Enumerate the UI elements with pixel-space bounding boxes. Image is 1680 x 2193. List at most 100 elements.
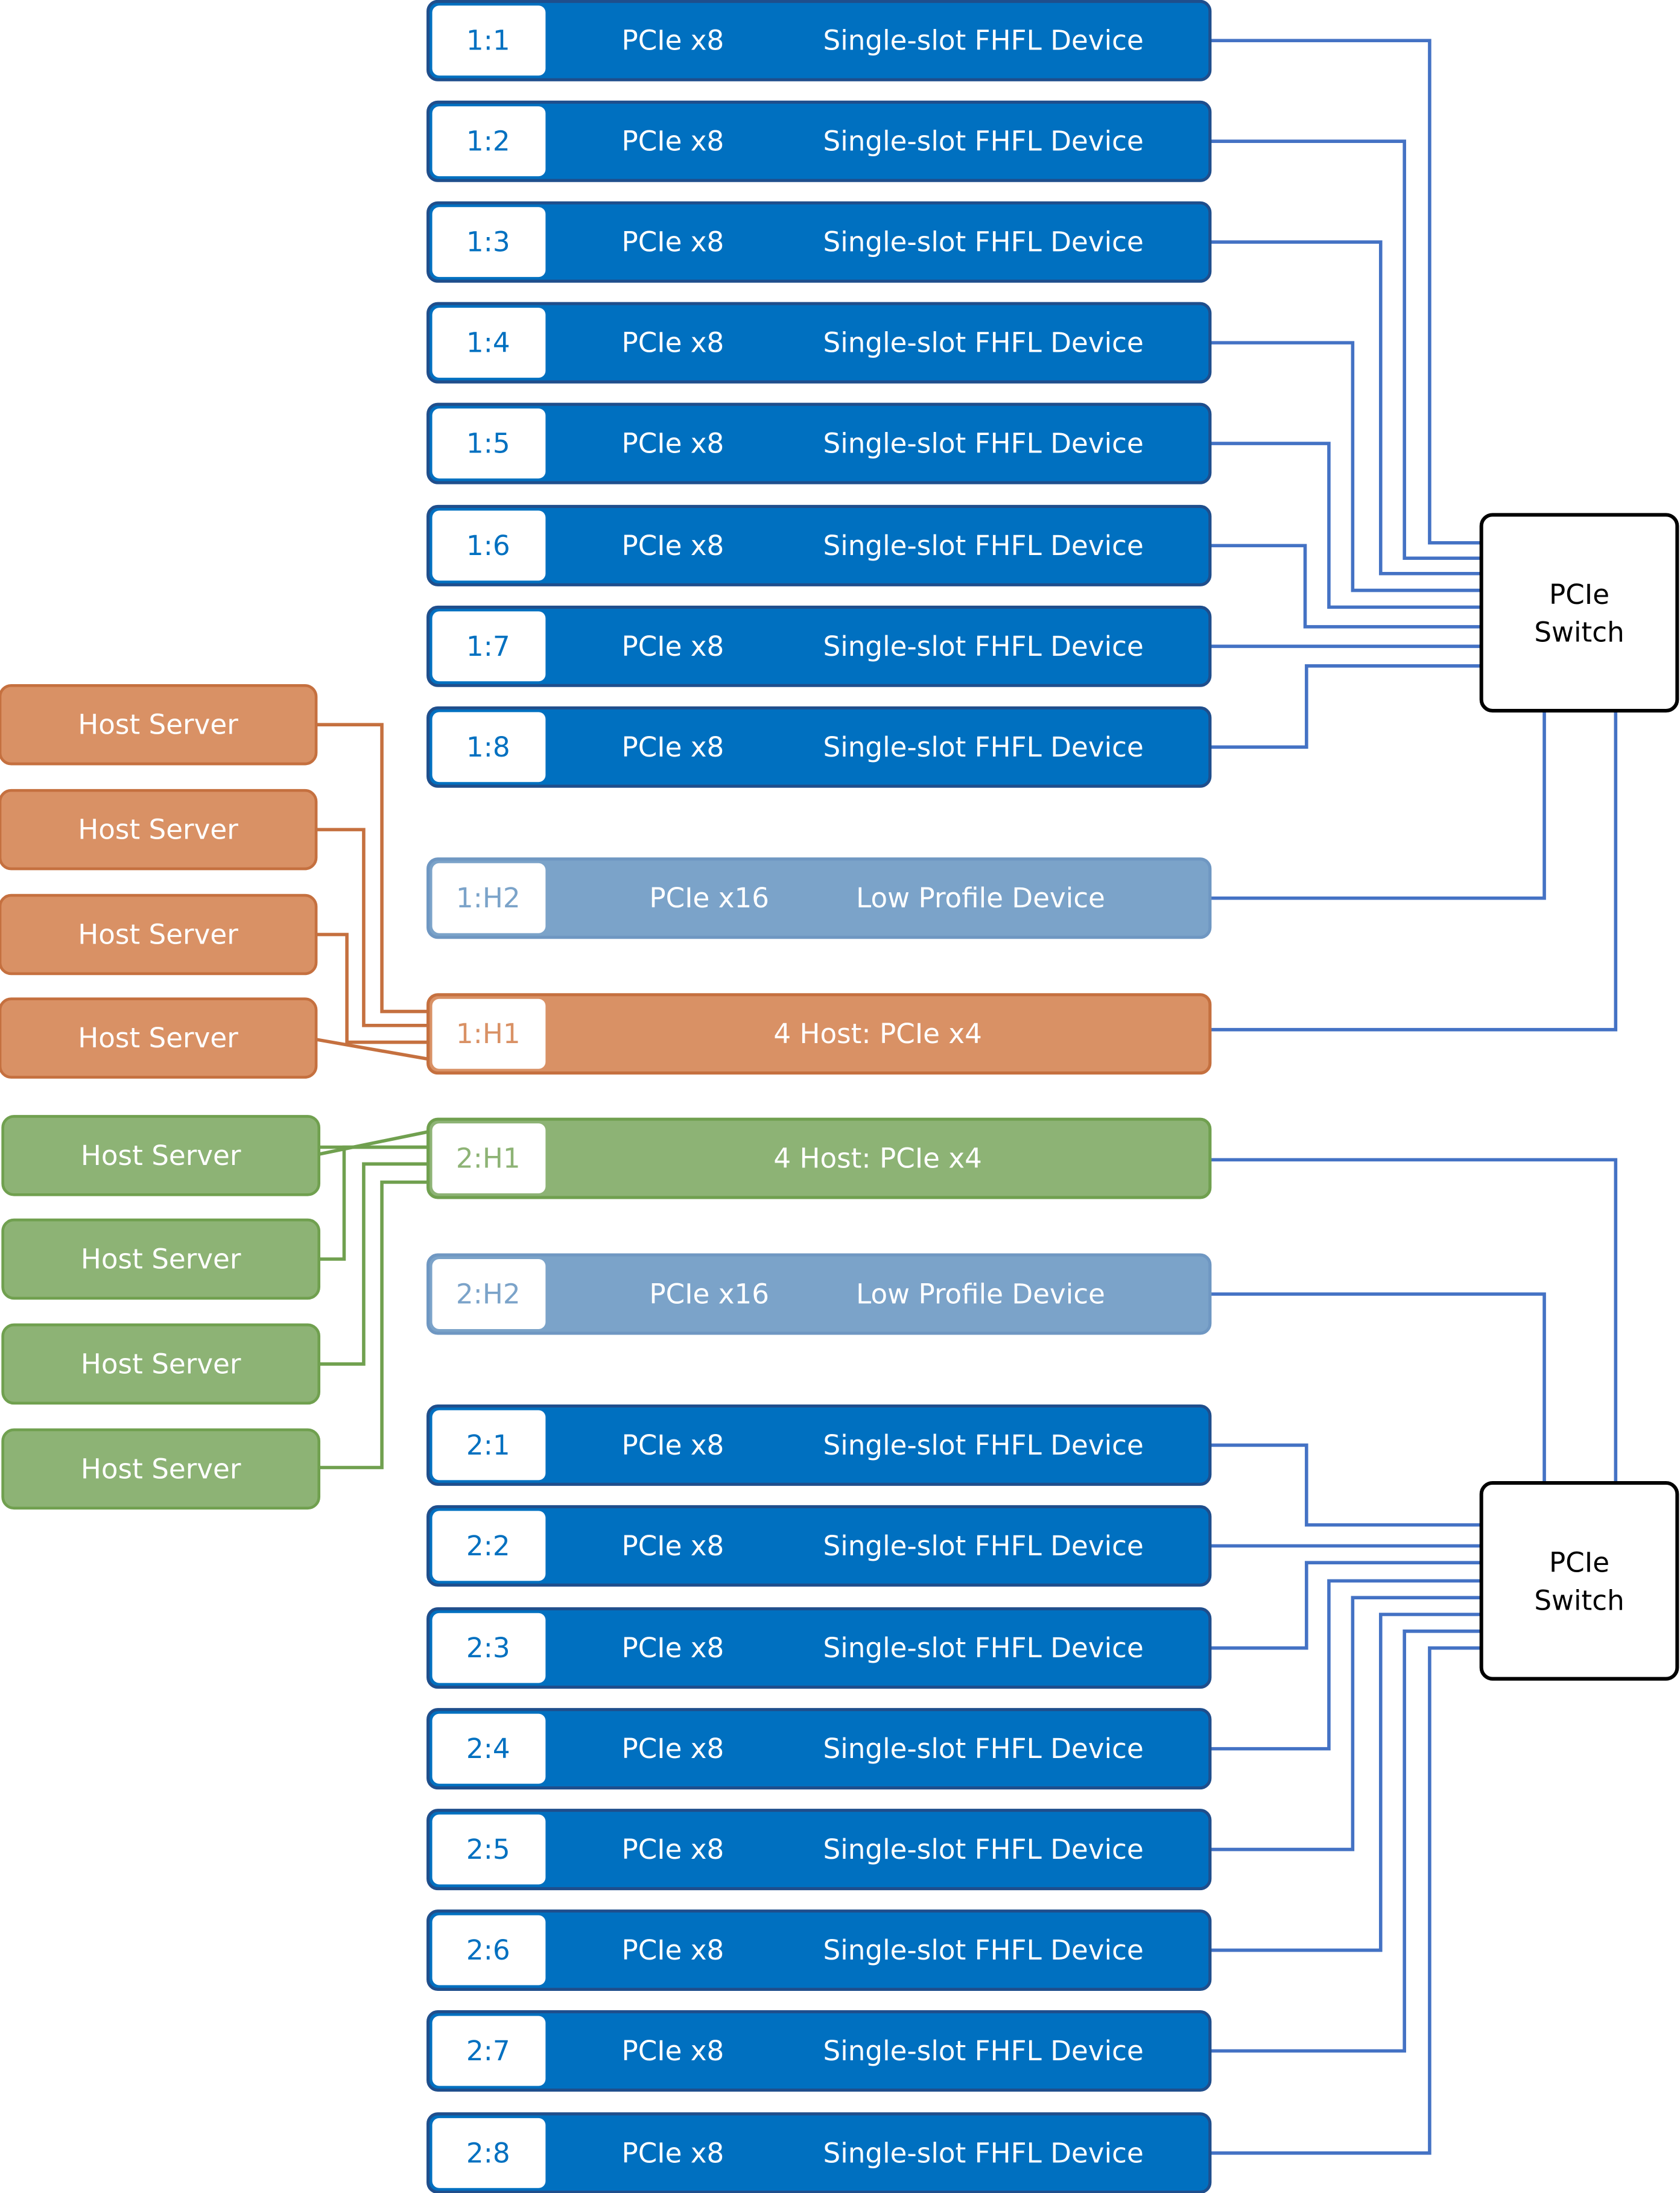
device-bar-2-1-body	[426, 1404, 1212, 1486]
host-server-1-3: Host Server	[0, 893, 318, 976]
device-bar-2-1-slot-box	[432, 1410, 546, 1481]
wire-2-5	[1209, 1596, 1482, 1852]
device-bar-1-5-slot-label: 1:5	[466, 428, 510, 460]
device-bar-1-3-device-name: Single-slot FHFL Device	[823, 226, 1144, 258]
device-bar-2-5: 2:5 PCIe x8 Single-slot FHFL Device	[426, 1809, 1212, 1891]
device-bar-2-3: 2:3 PCIe x8 Single-slot FHFL Device	[426, 1607, 1212, 1689]
device-bar-2-4-slot-label: 2:4	[466, 1733, 510, 1765]
host-server-1-3-label: Host Server	[78, 919, 238, 951]
low-profile-bar-1-body	[426, 857, 1212, 939]
host-server-1-2-label: Host Server	[78, 814, 238, 846]
host-server-2-3: Host Server	[1, 1323, 321, 1405]
device-bar-1-6-interface: PCIe x8	[621, 530, 724, 562]
host-bar-1-slot-label: 1:H1	[456, 1018, 521, 1050]
low-profile-bar-2-device-name: Low Profile Device	[856, 1278, 1105, 1310]
device-bar-1-8-device-name: Single-slot FHFL Device	[823, 731, 1144, 763]
host-server-1-4-body	[0, 997, 318, 1079]
device-bar-2-3-device-name: Single-slot FHFL Device	[823, 1632, 1144, 1664]
device-bar-1-1-slot-label: 1:1	[466, 25, 510, 57]
device-bar-2-7-slot-box	[432, 2016, 546, 2086]
device-bar-1-4-slot-label: 1:4	[466, 327, 510, 359]
device-bar-1-4-device-name: Single-slot FHFL Device	[823, 327, 1144, 359]
device-bar-1-7-interface: PCIe x8	[621, 630, 724, 662]
host-server-1-1-label: Host Server	[78, 709, 238, 741]
host-server-2-3-body	[1, 1323, 321, 1405]
wire-host2-3	[319, 1162, 428, 1366]
connection-wires	[315, 39, 1618, 2155]
wire-1-1	[1209, 39, 1482, 545]
host-bar-1-slot-box	[432, 998, 546, 1069]
device-bar-2-5-device-name: Single-slot FHFL Device	[823, 1833, 1144, 1865]
device-bar-2-2-slot-box	[432, 1511, 546, 1581]
device-bar-1-1-slot-box	[432, 5, 546, 76]
device-bar-1-7-body	[426, 605, 1212, 687]
device-bar-2-3-interface: PCIe x8	[621, 1632, 724, 1664]
wire-1-2	[1209, 139, 1482, 560]
device-bar-2-6-slot-box	[432, 1915, 546, 1985]
wire-1-h1	[1209, 711, 1618, 1032]
wire-2-h1	[1209, 1158, 1618, 1484]
device-bar-1-2-device-name: Single-slot FHFL Device	[823, 125, 1144, 157]
host-server-2-4: Host Server	[1, 1428, 321, 1510]
device-bar-1-5-body	[426, 402, 1212, 484]
low-profile-bar-2-slot-box	[432, 1259, 546, 1329]
host-bar-2-label: 4 Host: PCIe x4	[773, 1143, 982, 1175]
device-bar-2-7-slot-label: 2:7	[466, 2035, 510, 2067]
wire-2-1	[1209, 1443, 1482, 1527]
device-bar-1-3-body	[426, 201, 1212, 283]
device-bar-1-7-device-name: Single-slot FHFL Device	[823, 630, 1144, 662]
device-bar-1-7-slot-box	[432, 611, 546, 682]
host-server-1-4-label: Host Server	[78, 1022, 238, 1054]
wire-1-8	[1209, 664, 1482, 749]
wire-1-3	[1209, 240, 1482, 576]
host-server-2-4-body	[1, 1428, 321, 1510]
host-server-1-2-body	[0, 789, 318, 871]
device-bar-2-7-interface: PCIe x8	[621, 2035, 724, 2067]
host-server-1-4: Host Server	[0, 997, 318, 1079]
device-bar-1-4-body	[426, 302, 1212, 384]
wire-2-6	[1209, 1613, 1482, 1952]
device-bar-1-4-interface: PCIe x8	[621, 327, 724, 359]
device-bar-2-4-interface: PCIe x8	[621, 1733, 724, 1765]
pcie-switch-1-label-line1: PCIe	[1549, 579, 1609, 611]
host-server-2-2-body	[1, 1218, 321, 1300]
device-bar-2-8-body	[426, 2112, 1212, 2193]
pcie-switch-2-label-line1: PCIe	[1549, 1547, 1609, 1579]
host-server-2-2: Host Server	[1, 1218, 321, 1300]
low-profile-bar-2-interface: PCIe x16	[649, 1278, 769, 1310]
wire-1-5	[1209, 442, 1482, 609]
pcie-switch-2-body	[1479, 1481, 1679, 1681]
device-bar-2-5-slot-label: 2:5	[466, 1833, 510, 1865]
host-server-2-1: Host Server	[1, 1115, 321, 1196]
pcie-switch-1-body	[1479, 513, 1679, 713]
wire-host2-4	[319, 1180, 428, 1470]
device-bar-2-8-slot-label: 2:8	[466, 2137, 510, 2169]
device-bar-1-2-interface: PCIe x8	[621, 125, 724, 157]
wire-2-3	[1209, 1561, 1482, 1650]
device-bar-2-3-slot-box	[432, 1613, 546, 1683]
wire-2-7	[1209, 1630, 1482, 2053]
device-bar-2-5-interface: PCIe x8	[621, 1833, 724, 1865]
device-bar-2-6-slot-label: 2:6	[466, 1934, 510, 1966]
host-bar-1-body	[426, 993, 1212, 1075]
host-server-2-2-label: Host Server	[81, 1243, 241, 1275]
host-server-2-1-label: Host Server	[81, 1140, 241, 1172]
device-bar-2-3-slot-label: 2:3	[466, 1632, 510, 1664]
wire-2-8	[1209, 1646, 1482, 2155]
host-server-1-1: Host Server	[0, 684, 318, 766]
device-bar-1-7-slot-label: 1:7	[466, 630, 510, 662]
device-bar-1-8-slot-box	[432, 712, 546, 782]
device-bar-2-2-device-name: Single-slot FHFL Device	[823, 1530, 1144, 1562]
wire-host1-3	[316, 933, 428, 1044]
host-server-1-3-body	[0, 893, 318, 976]
low-profile-bar-2-body	[426, 1253, 1212, 1335]
